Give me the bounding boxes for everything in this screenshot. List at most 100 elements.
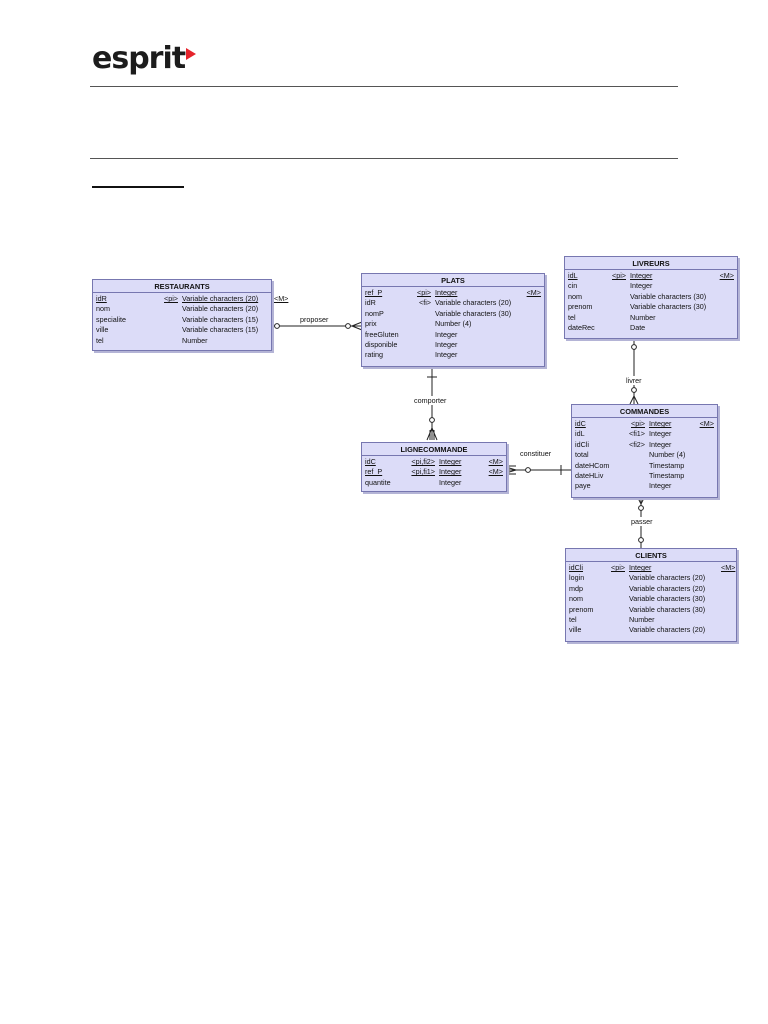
attribute-type: Variable characters (30): [629, 604, 706, 614]
attribute-type: Variable characters (20): [629, 583, 706, 593]
attribute-key: [409, 309, 435, 319]
attribute-list: ref_P<pi>Integer<M>idR<fi>Variable chara…: [362, 287, 544, 362]
attribute-mandatory: [718, 302, 734, 312]
attribute-mandatory: <M>: [526, 288, 541, 297]
attribute-type: Number: [182, 335, 208, 345]
attribute-mandatory: <M>: [719, 271, 734, 280]
attribute-name: total: [575, 450, 589, 460]
attribute-key: <pi,fi2>: [411, 457, 435, 466]
attribute-key: [605, 625, 629, 635]
attribute-name: disponible: [365, 339, 398, 349]
entity-title: COMMANDES: [572, 405, 717, 418]
attribute-key: [409, 319, 435, 329]
attribute-name: ref_P: [365, 288, 383, 297]
attribute-type: Variable characters (20): [182, 294, 259, 303]
link-livrer: [629, 338, 639, 405]
logo-flag-icon: [186, 48, 197, 60]
attribute-type: Integer: [649, 429, 672, 439]
attribute-list: idC<pi,fi2>Integer<M>ref_P<pi,fi1>Intege…: [362, 456, 506, 489]
attribute-name: specialite: [96, 314, 126, 324]
attribute-type: Variable characters (20): [435, 298, 512, 308]
attribute-mandatory: [693, 471, 714, 481]
entity-title: RESTAURANTS: [93, 280, 271, 293]
attribute-name: tel: [96, 335, 104, 345]
attribute-row: idL<fi1>Integer: [575, 429, 714, 439]
attribute-type: Number: [629, 614, 655, 624]
attribute-key: [401, 478, 439, 488]
attribute-mandatory: [721, 594, 733, 604]
attribute-mandatory: [721, 573, 733, 583]
attribute-name: login: [569, 573, 585, 583]
link-proposer: [271, 321, 363, 331]
attribute-name: ville: [569, 625, 582, 635]
attribute-type: Integer: [435, 339, 458, 349]
attribute-mandatory: <M>: [721, 563, 736, 572]
attribute-mandatory: [693, 461, 714, 471]
attribute-type: Integer: [630, 271, 653, 280]
attribute-mandatory: [718, 281, 734, 291]
link-constituer: [505, 465, 572, 475]
attribute-type: Integer: [439, 467, 462, 477]
entity-title: LIVREURS: [565, 257, 737, 270]
attribute-type: Integer: [649, 481, 672, 491]
attribute-type: Integer: [630, 281, 653, 291]
attribute-mandatory: [693, 481, 714, 491]
relationship-label-constituer: constituer: [519, 449, 553, 458]
attribute-key: [619, 471, 649, 481]
attribute-key: [604, 323, 630, 333]
attribute-row: idC<pi>Integer<M>: [575, 419, 714, 429]
attribute-name: prenom: [568, 302, 593, 312]
section-title-underline: [92, 186, 184, 188]
attribute-key: <fi2>: [629, 439, 645, 449]
attribute-name: prenom: [569, 604, 594, 614]
attribute-type: Timestamp: [649, 470, 685, 480]
attribute-row: prenom Variable characters (30): [569, 605, 733, 615]
attribute-key: [604, 292, 630, 302]
attribute-type: Integer: [435, 288, 458, 297]
attribute-type: Timestamp: [649, 460, 685, 470]
attribute-mandatory: [525, 298, 541, 308]
attribute-mandatory: [525, 340, 541, 350]
attribute-key: [158, 304, 182, 314]
attribute-name: ref_P: [365, 467, 383, 477]
attribute-type: Integer: [439, 477, 462, 487]
attribute-name: paye: [575, 481, 591, 491]
attribute-name: rating: [365, 350, 383, 360]
attribute-type: Integer: [629, 563, 652, 572]
attribute-type: Variable characters (30): [629, 594, 706, 604]
attribute-key: [158, 315, 182, 325]
entity-title: CLIENTS: [566, 549, 736, 562]
attribute-key: <pi>: [164, 294, 178, 303]
attribute-name: idL: [575, 429, 585, 439]
attribute-type: Variable characters (30): [630, 291, 707, 301]
attribute-row: idCli<pi>Integer<M>: [569, 563, 736, 573]
attribute-mandatory: <M>: [488, 467, 503, 477]
attribute-key: [604, 313, 630, 323]
attribute-mandatory: <M>: [488, 457, 503, 466]
entity-title: PLATS: [362, 274, 544, 287]
attribute-key: [605, 573, 629, 583]
attribute-type: Number: [630, 312, 656, 322]
attribute-key: [158, 325, 182, 335]
attribute-name: quantite: [365, 477, 391, 487]
attribute-type: Number (4): [435, 319, 472, 329]
attribute-row: paye Integer: [575, 481, 714, 491]
attribute-name: idR: [96, 294, 107, 303]
